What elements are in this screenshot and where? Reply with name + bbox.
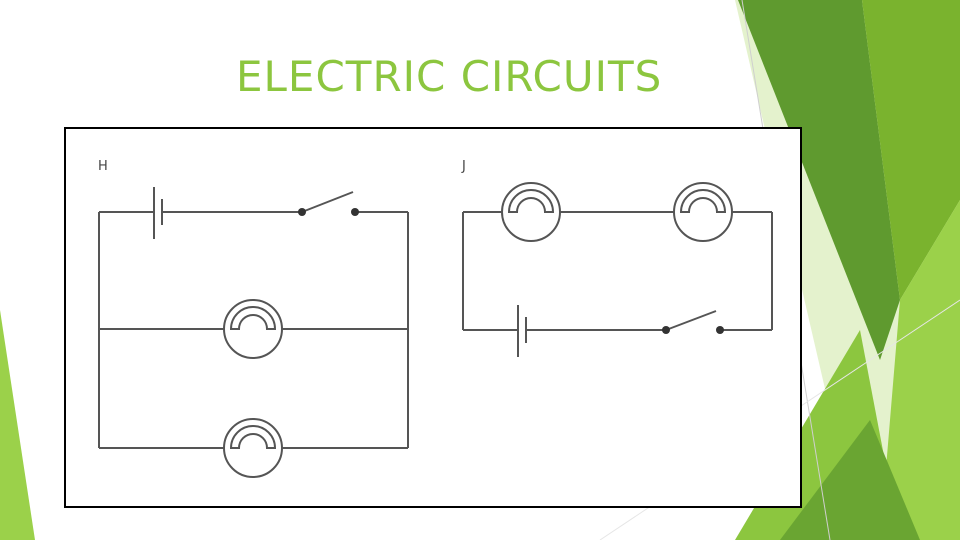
facet-bottom-dark [780, 420, 920, 540]
facet-light [880, 200, 960, 540]
facet-left [0, 310, 35, 540]
facet-mid [862, 0, 960, 300]
circuit-diagrams [98, 182, 773, 478]
lamp-symbol [223, 299, 283, 359]
lamp-symbol [501, 182, 561, 242]
switch-symbol [298, 191, 359, 216]
circuit-diagram-frame: H J [64, 127, 802, 508]
cell-symbol [517, 305, 527, 357]
circuit-label-j: J [462, 159, 466, 174]
slide-title: ELECTRIC CIRCUITS [236, 52, 663, 101]
lamp-symbol [223, 418, 283, 478]
cell-symbol [153, 187, 163, 239]
circuit-h [98, 187, 409, 478]
facet-dark [738, 0, 900, 360]
circuit-j [462, 182, 773, 357]
switch-symbol [662, 310, 724, 334]
lamp-symbol [673, 182, 733, 242]
circuit-label-h: H [98, 159, 108, 174]
